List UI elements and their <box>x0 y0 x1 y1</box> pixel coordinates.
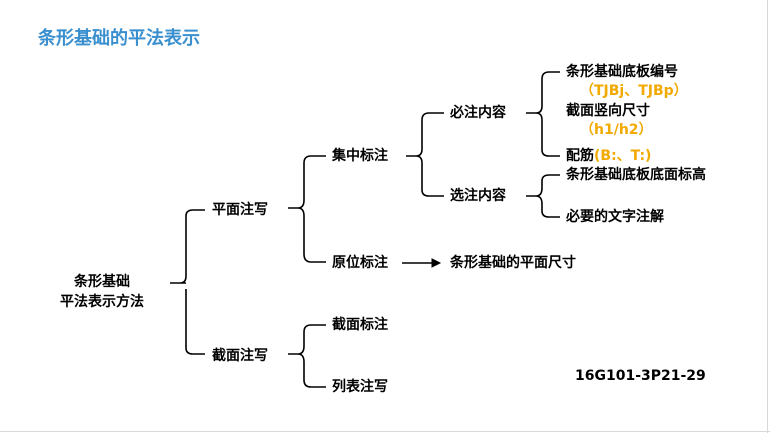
node-optional-content: 选注内容 <box>450 188 506 204</box>
node-centralized-mark: 集中标注 <box>332 148 388 164</box>
node-section-notation: 截面注写 <box>212 348 268 364</box>
bracket-root <box>170 209 205 355</box>
bracket-section <box>288 324 326 388</box>
item-reinforcement-label: 配筋 <box>566 148 594 164</box>
reference-code: 16G101-3P21-29 <box>575 368 706 384</box>
bracket-optional <box>526 174 560 218</box>
item-base-plate-code: 条形基础底板编号 <box>566 64 678 80</box>
bracket-required <box>526 71 560 157</box>
arrow-in-situ-head <box>431 258 442 268</box>
root-line-1: 条形基础 <box>74 274 130 290</box>
item-reinforcement-hint: (B:、T:) <box>594 148 652 164</box>
node-list-notation: 列表注写 <box>332 379 388 395</box>
item-bottom-elevation: 条形基础底板底面标高 <box>566 167 706 183</box>
slide-border-bottom <box>0 431 770 432</box>
node-plan-dimension: 条形基础的平面尺寸 <box>450 255 576 271</box>
slide-border-right <box>767 0 768 433</box>
root-node: 条形基础 平法表示方法 <box>60 272 144 312</box>
node-required-content: 必注内容 <box>450 105 506 121</box>
item-reinforcement: 配筋(B:、T:) <box>566 147 651 165</box>
item-text-note: 必要的文字注解 <box>566 209 664 225</box>
bracket-plane <box>288 155 326 263</box>
item-section-height-hint: （h1/h2） <box>580 122 653 138</box>
root-line-2: 平法表示方法 <box>60 294 144 310</box>
item-section-height: 截面竖向尺寸 <box>566 103 650 119</box>
item-base-plate-code-hint: （TJBj、TJBp） <box>580 83 688 99</box>
slide-title: 条形基础的平法表示 <box>38 28 200 49</box>
node-plane-notation: 平面注写 <box>212 202 268 218</box>
node-in-situ-mark: 原位标注 <box>332 255 388 271</box>
node-section-mark: 截面标注 <box>332 317 388 333</box>
bracket-centralized <box>406 112 444 197</box>
